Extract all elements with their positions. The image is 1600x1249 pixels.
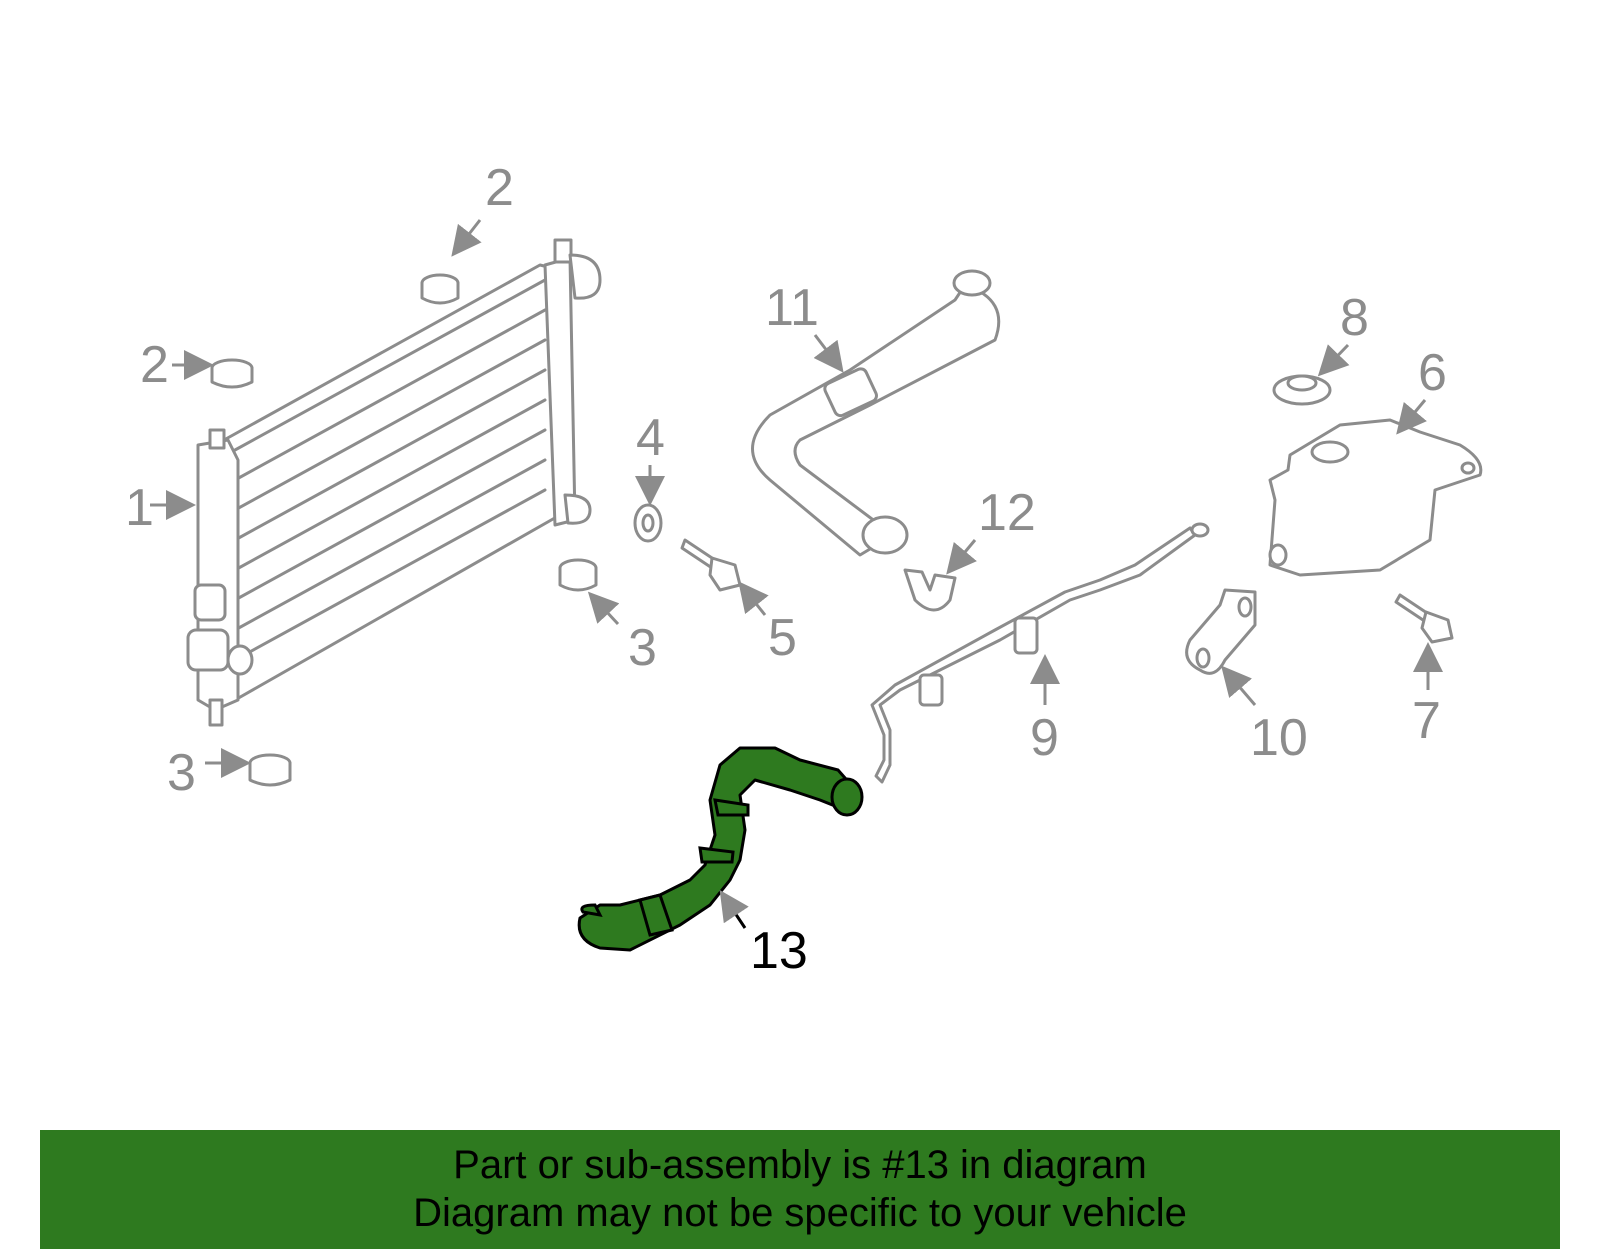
grommet-part-3a — [558, 558, 598, 592]
cap-part-8 — [1272, 374, 1332, 406]
callout-3-right: 3 — [628, 619, 657, 677]
callout-11: 11 — [765, 279, 819, 337]
tube-part-9 — [870, 522, 1210, 784]
callout-5: 5 — [768, 609, 797, 667]
highlighted-hose-part-13 — [577, 746, 864, 952]
callout-4: 4 — [636, 409, 665, 467]
info-banner: Part or sub-assembly is #13 in diagram D… — [40, 1130, 1560, 1249]
grommet-part-2b — [210, 358, 254, 389]
clip-part-12 — [903, 568, 957, 612]
radiator-part-1 — [186, 238, 602, 727]
callout-2-top: 2 — [485, 159, 514, 217]
parts-diagram: 1 2 2 3 3 4 5 6 7 8 9 10 11 12 13 — [125, 159, 1483, 980]
leader-arrows — [150, 219, 1443, 929]
callout-12: 12 — [978, 484, 1036, 542]
bolt-part-5 — [680, 538, 742, 592]
callout-2-left: 2 — [140, 336, 169, 394]
callout-1: 1 — [125, 479, 154, 537]
upper-hose-part-11 — [751, 269, 1001, 557]
banner-line-1: Part or sub-assembly is #13 in diagram — [453, 1143, 1147, 1187]
washer-part-4 — [633, 503, 663, 543]
callout-7: 7 — [1412, 692, 1441, 750]
grommet-part-2a — [420, 273, 460, 305]
callout-9: 9 — [1030, 709, 1059, 767]
bolt-part-7 — [1394, 593, 1454, 644]
reservoir-part-6 — [1268, 418, 1483, 577]
callout-6: 6 — [1418, 344, 1447, 402]
bracket-part-10 — [1185, 588, 1257, 675]
callout-13: 13 — [750, 922, 808, 980]
callout-8: 8 — [1340, 289, 1369, 347]
grommet-part-3b — [248, 753, 292, 787]
callout-10: 10 — [1250, 709, 1308, 767]
callout-3-left: 3 — [167, 744, 196, 802]
banner-line-2: Diagram may not be specific to your vehi… — [413, 1191, 1187, 1235]
